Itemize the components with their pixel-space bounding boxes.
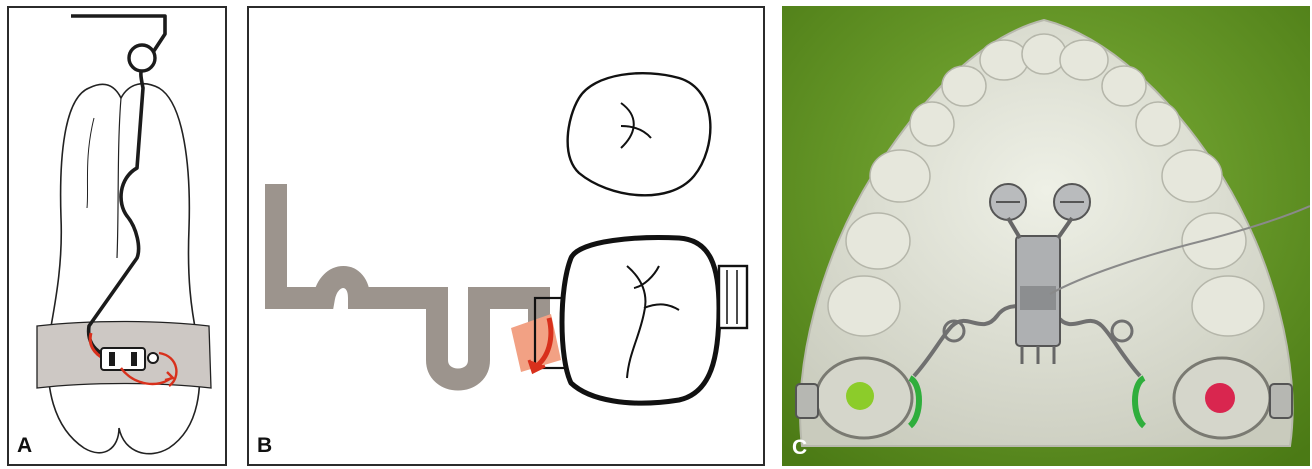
loop-wire — [276, 184, 539, 380]
tooth-outline — [48, 84, 200, 454]
buccal-tube — [719, 266, 747, 328]
panel-a: A — [7, 6, 227, 466]
panel-letter-c: C — [792, 437, 807, 458]
panel-letter-a: A — [17, 435, 32, 456]
green-marker — [846, 382, 874, 410]
panel-b: B — [247, 6, 765, 466]
bracket — [101, 348, 145, 370]
banded-molar — [562, 238, 719, 404]
panel-letter-b: B — [257, 435, 272, 456]
panel-c-photo — [782, 6, 1310, 466]
red-marker — [1205, 383, 1235, 413]
panel-c: C — [782, 6, 1310, 466]
panel-b-drawing — [249, 8, 763, 464]
panel-a-drawing — [9, 8, 225, 464]
upper-tooth-outline — [568, 73, 711, 195]
wire-loop — [129, 45, 155, 71]
